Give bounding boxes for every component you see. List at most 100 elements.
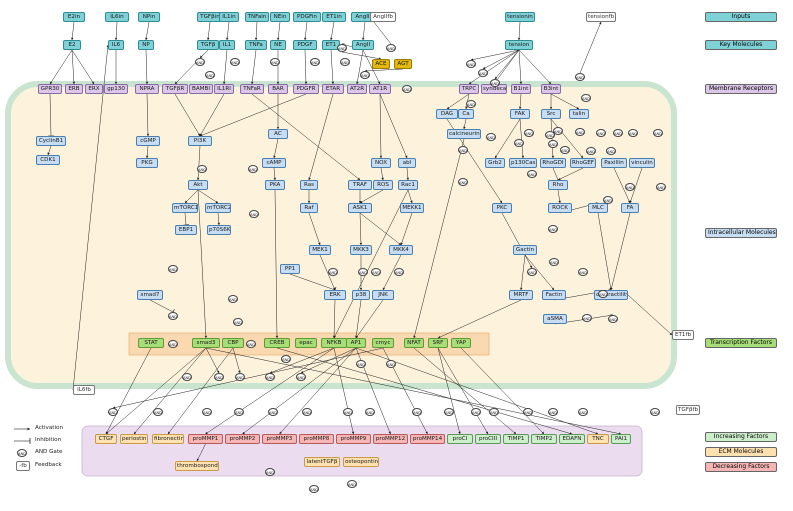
and-gate-54: AND (168, 340, 178, 348)
and-gate-70: AND (343, 408, 353, 416)
and-gate-26: AND (248, 165, 258, 173)
edge-4 (226, 21, 230, 41)
node-gp130: gp130 (104, 84, 128, 94)
and-gate-17: AND (606, 147, 616, 155)
edge-13 (71, 49, 95, 85)
node-tensionfb: tensionfb (586, 12, 616, 22)
and-gate-1: AND (386, 44, 396, 52)
node-latenttgfb: latentTGFβ (304, 457, 340, 467)
edge-76 (519, 118, 525, 159)
and-gate-37: AND (527, 170, 537, 178)
edge-3 (207, 21, 211, 41)
and-gate-16: AND (586, 147, 596, 155)
edge-118 (332, 299, 336, 339)
and-gate-39: AND (548, 225, 558, 233)
and-gate-0: AND (337, 44, 347, 52)
node-agt: AGT (394, 59, 412, 69)
edge-124 (437, 299, 522, 339)
node-ebp1: EBP1 (175, 225, 197, 235)
node-mkk3: MKK3 (350, 245, 372, 255)
and-gate-24: AND (310, 58, 320, 66)
and-gate-60: AND (214, 373, 224, 381)
node-pka: PKA (265, 180, 285, 190)
legend-symbol-inhibition: Inhibition (35, 437, 62, 443)
edge-88 (520, 254, 526, 291)
node-prommp1: proMMP1 (188, 434, 223, 444)
edge-27 (364, 68, 404, 73)
node-il6fb: IL6fb (73, 385, 95, 395)
edge-32 (470, 49, 520, 61)
edge-87 (610, 212, 631, 291)
node-trpc: TRPC (459, 84, 479, 94)
legend-feedback-symbol: -fb (16, 461, 30, 471)
and-gate-76: AND (523, 408, 533, 416)
edge-119 (355, 299, 362, 339)
node-mek1: MEK1 (309, 245, 331, 255)
node-etar: ETAR (322, 84, 344, 94)
edge-6 (277, 21, 281, 41)
edge-19 (251, 49, 257, 85)
edge-109 (460, 347, 545, 435)
node-b1int: B1int (511, 84, 531, 94)
legend-symbols (14, 427, 31, 444)
edge-55 (319, 254, 336, 291)
and-gate-30: AND (545, 131, 555, 139)
node-at2r: AT2R (347, 84, 367, 94)
and-gate-52: AND (228, 295, 238, 303)
edge-128 (205, 347, 220, 374)
node-p130cas: p130Cas (509, 158, 537, 168)
edge-15 (145, 49, 149, 85)
node-vinculin: vinculin (629, 158, 655, 168)
legend-increasing: Increasing Factors (705, 432, 777, 442)
edge-39 (145, 145, 149, 159)
and-gate-77: AND (548, 408, 558, 416)
and-gate-55: AND (246, 340, 256, 348)
and-gate-67: AND (234, 408, 244, 416)
edge-43 (196, 145, 201, 181)
edge-22 (330, 49, 335, 85)
node-ace: ACE (372, 59, 390, 69)
and-gate-68: AND (268, 408, 278, 416)
and-gate-9: AND (581, 94, 591, 102)
edge-121 (274, 189, 279, 339)
edge-10 (517, 21, 521, 41)
edge-117 (72, 44, 110, 391)
node-nfkb: NFKB (321, 338, 347, 348)
edge-2 (145, 21, 150, 41)
node-mlc: MLC (588, 203, 608, 213)
edge-33 (482, 49, 520, 70)
node-il6in: IL6in (105, 12, 129, 22)
and-gate-40: AND (549, 258, 559, 266)
node-np: NP (138, 40, 154, 50)
edge-97 (105, 347, 207, 435)
node-rhogef: RhoGEF (570, 158, 596, 168)
node-tnfa: TNFa (245, 40, 267, 50)
edge-116 (627, 294, 673, 336)
edge-42 (199, 93, 307, 137)
and-gate-64: AND (108, 408, 118, 416)
edge-34 (494, 49, 520, 80)
node-rhogdi: RhoGDI (540, 158, 566, 168)
edge-110 (276, 347, 573, 435)
edge-130 (269, 347, 335, 374)
node-pdgfr: PDGFR (293, 84, 319, 94)
node-prommp12: proMMP12 (373, 434, 408, 444)
node-il6: IL6 (108, 40, 124, 50)
edge-99 (167, 347, 234, 435)
node-il1ri: IL1RI (214, 84, 234, 94)
node-e2: E2 (63, 40, 81, 50)
node-ap1: AP1 (346, 338, 366, 348)
edge-29 (493, 49, 520, 85)
edge-11 (49, 49, 73, 85)
edge-37 (47, 145, 52, 156)
node-timp2: TIMP2 (531, 434, 557, 444)
and-gate-75: AND (489, 408, 499, 416)
node-jnk: JNK (372, 290, 394, 300)
node-et1fb: ET1fb (672, 330, 694, 340)
edge-66 (406, 167, 410, 181)
node-mekk1: MEKK1 (400, 203, 424, 213)
node-pi3k: PI3K (188, 136, 212, 146)
edge-108 (413, 347, 517, 435)
and-gate-62: AND (265, 373, 275, 381)
